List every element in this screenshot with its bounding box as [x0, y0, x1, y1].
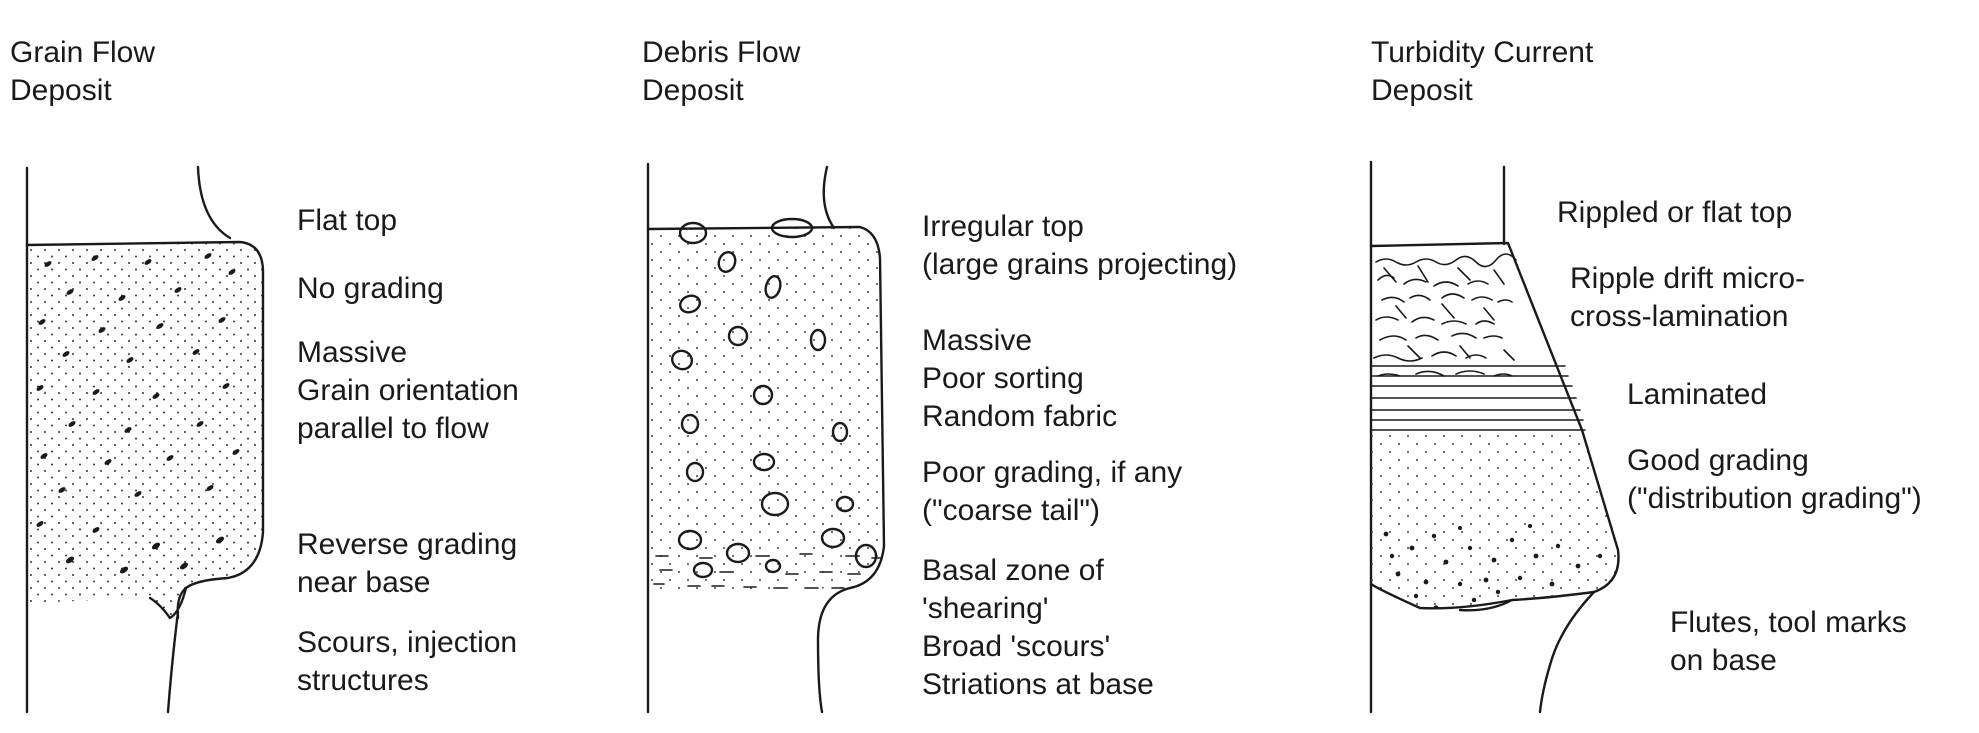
grain-flow-lower-contact [166, 610, 180, 714]
grain-flow-oriented-grains [36, 253, 240, 574]
debris-flow-label-large-grains: (large grains projecting) [922, 248, 1238, 281]
projecting-grain [770, 217, 814, 239]
debris-flow-label-striations: Striations at base [922, 668, 1154, 701]
debris-flow-label-basal-zone: Basal zone of [922, 554, 1104, 587]
turbidity-flute [1458, 598, 1514, 612]
debris-flow-label-massive: Massive [922, 324, 1033, 357]
debris-flow-label-shearing: 'shearing' [922, 592, 1049, 625]
grain-flow-bed-outline [25, 240, 265, 620]
turbidity-current-title-line1: Turbidity Current [1371, 36, 1594, 69]
grain-flow-label-reverse-2: near base [297, 566, 431, 599]
debris-flow-upper-contact [822, 165, 836, 230]
turbidity-label-laminated: Laminated [1627, 378, 1768, 411]
turbidity-current-title: Turbidity Current Deposit [1371, 34, 1593, 110]
grain-flow-label-reverse-1: Reverse grading [297, 528, 518, 561]
debris-flow-diagram [646, 162, 886, 714]
debris-flow-bed-outline [646, 225, 886, 590]
debris-flow-label-broad-scours: Broad 'scours' [922, 630, 1111, 663]
debris-flow-title-line2: Deposit [642, 74, 744, 107]
debris-flow-title: Debris Flow Deposit [642, 34, 800, 110]
turbidity-label-on-base: on base [1670, 644, 1777, 677]
debris-flow-label-coarse-tail: ("coarse tail") [922, 494, 1101, 527]
turbidity-label-flutes: Flutes, tool marks [1670, 606, 1907, 639]
grain-flow-label-no-grading: No grading [297, 272, 444, 305]
debris-flow-shear-dashes [653, 553, 881, 589]
grain-flow-label-orientation-2: parallel to flow [297, 412, 489, 445]
turbidity-coarse-base [1383, 524, 1603, 609]
grain-flow-upper-contact [196, 165, 232, 240]
debris-flow-label-irregular-top: Irregular top [922, 210, 1084, 243]
debris-flow-label-poor-grading: Poor grading, if any [922, 456, 1183, 489]
projecting-grain [678, 221, 708, 245]
grain-flow-label-scours-2: structures [297, 664, 429, 697]
debris-flow-label-poor-sorting: Poor sorting [922, 362, 1084, 395]
turbidity-ripple-lamination [1373, 253, 1517, 377]
turbidity-label-ripple-drift-1: Ripple drift micro- [1570, 262, 1806, 295]
grain-flow-title-line1: Grain Flow [10, 36, 156, 69]
turbidity-lower-contact [1538, 590, 1596, 714]
grain-flow-label-flat-top: Flat top [297, 204, 398, 237]
grain-flow-diagram [25, 165, 265, 714]
grain-flow-label-scours-1: Scours, injection [297, 626, 518, 659]
turbidity-current-diagram [1369, 160, 1620, 714]
grain-flow-label-orientation-1: Grain orientation [297, 374, 519, 407]
turbidity-label-good-grading: Good grading [1627, 444, 1809, 477]
debris-flow-title-line1: Debris Flow [642, 36, 801, 69]
turbidity-parallel-laminae [1370, 365, 1586, 431]
grain-flow-label-massive: Massive [297, 336, 408, 369]
debris-flow-lower-contact [816, 586, 852, 714]
turbidity-label-ripple-drift-2: cross-lamination [1570, 300, 1789, 333]
turbidity-current-title-line2: Deposit [1371, 74, 1473, 107]
grain-flow-title: Grain Flow Deposit [10, 34, 155, 110]
grain-flow-title-line2: Deposit [10, 74, 112, 107]
debris-flow-clasts [670, 217, 878, 579]
turbidity-bed-outline [1369, 241, 1620, 610]
turbidity-label-rippled-top: Rippled or flat top [1557, 196, 1793, 229]
turbidity-label-distribution-grading: ("distribution grading") [1627, 482, 1922, 515]
debris-flow-label-random-fabric: Random fabric [922, 400, 1118, 433]
